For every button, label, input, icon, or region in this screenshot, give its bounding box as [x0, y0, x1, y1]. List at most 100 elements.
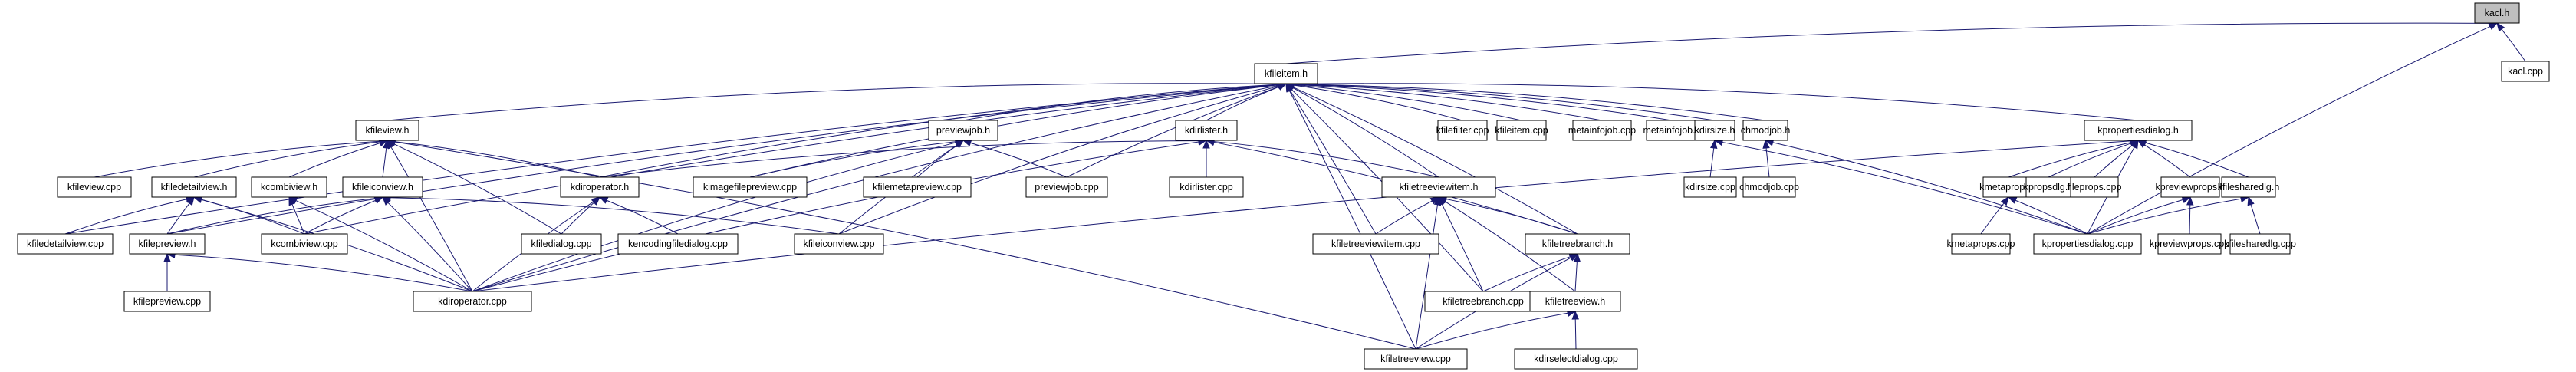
- node-fileprops-cpp[interactable]: fileprops.cpp: [2068, 176, 2122, 198]
- node-metainfojob-h[interactable]: metainfojob.h: [1643, 120, 1701, 141]
- node-label: kfilefilter.cpp: [1436, 125, 1489, 136]
- node-kfiledialog-cpp[interactable]: kfiledialog.cpp: [521, 233, 602, 255]
- node-kdiroperator-cpp[interactable]: kdiroperator.cpp: [413, 291, 532, 312]
- node-label: kfiledetailview.h: [161, 182, 228, 193]
- edge-kcombiview_cpp-to-kfileitem_h: [304, 84, 1279, 235]
- node-kfileitem-cpp[interactable]: kfileitem.cpp: [1495, 120, 1548, 141]
- edge-kfileitem_h-to-kacl_h: [1285, 22, 2490, 64]
- node-kacl-cpp[interactable]: kacl.cpp: [2501, 61, 2550, 82]
- node-kfilemetapreview-cpp[interactable]: kfilemetapreview.cpp: [863, 176, 972, 198]
- node-kpreviewprops-cpp[interactable]: kpreviewprops.cpp: [2150, 233, 2229, 255]
- node-kfiletreeviewitem-cpp[interactable]: kfiletreeviewitem.cpp: [1312, 233, 1439, 255]
- edge-kdirselectdialog_cpp-to-kfiletreeview_h: [1574, 318, 1577, 350]
- node-kfiledetailview-h[interactable]: kfiledetailview.h: [151, 176, 237, 198]
- node-box: [129, 233, 206, 255]
- node-box: [1683, 176, 1737, 198]
- edge-fileprops_cpp-to-kpropertiesdialog_h: [2094, 145, 2133, 178]
- node-box: [1364, 348, 1468, 370]
- node-label: kcombiview.h: [261, 182, 317, 193]
- node-kdirlister-cpp[interactable]: kdirlister.cpp: [1169, 176, 1244, 198]
- node-label: previewjob.cpp: [1035, 182, 1098, 193]
- edge-kcombiview_cpp-to-kcombiview_h: [291, 204, 305, 235]
- node-label: kfilesharedlg.cpp: [2224, 239, 2296, 249]
- node-kfiletreeview-cpp[interactable]: kfiletreeview.cpp: [1364, 348, 1468, 370]
- arrowhead-icon: [2247, 196, 2255, 206]
- node-kfilefilter-cpp[interactable]: kfilefilter.cpp: [1436, 120, 1489, 141]
- node-metainfojob-cpp[interactable]: metainfojob.cpp: [1568, 120, 1636, 141]
- edge-kfileiconview_cpp-to-kfileitem_h: [838, 85, 1279, 235]
- node-kfiletreeview-h[interactable]: kfiletreeview.h: [1529, 291, 1621, 312]
- node-label: kdirlister.cpp: [1179, 182, 1233, 193]
- arrowhead-icon: [2496, 21, 2505, 32]
- edge-kfiletreeview_cpp-to-kfiletreeviewitem_h: [1415, 204, 1438, 350]
- node-kfiletreebranch-h[interactable]: kfiletreebranch.h: [1525, 233, 1630, 255]
- edge-kfilepreview_h-to-kfileiconview_h: [166, 198, 376, 235]
- node-label: kfileitem.cpp: [1495, 125, 1548, 136]
- node-kdirselectdialog-cpp[interactable]: kdirselectdialog.cpp: [1514, 348, 1638, 370]
- node-label: kfileiconview.h: [352, 182, 413, 193]
- edge-kpropertiesdialog_cpp-to-kpreviewprops_h: [2087, 199, 2183, 235]
- node-previewjob-h[interactable]: previewjob.h: [928, 120, 998, 141]
- node-label: kfiledetailview.cpp: [27, 239, 104, 249]
- node-kfiledetailview-cpp[interactable]: kfiledetailview.cpp: [17, 233, 114, 255]
- edge-kfiledetailview_cpp-to-kfiledetailview_h: [64, 199, 187, 235]
- node-kmetaprops-cpp[interactable]: kmetaprops.cpp: [1947, 233, 2015, 255]
- node-kfilesharedlg-cpp[interactable]: kfilesharedlg.cpp: [2224, 233, 2296, 255]
- node-kdirsize-h[interactable]: kdirsize.h: [1694, 120, 1735, 141]
- edge-kfilesharedlg_cpp-to-kfilesharedlg_h: [2250, 204, 2261, 235]
- edge-kfiledialog_cpp-to-kdiroperator_h: [561, 202, 595, 235]
- node-kpropertiesdialog-cpp[interactable]: kpropertiesdialog.cpp: [2033, 233, 2142, 255]
- node-previewjob-cpp[interactable]: previewjob.cpp: [1025, 176, 1108, 198]
- node-kfilesharedlg-h[interactable]: kfilesharedlg.h: [2218, 176, 2280, 198]
- edge-kfiletreeviewitem_h-to-kdirlister_h: [1213, 141, 1439, 178]
- node-chmodjob-h[interactable]: chmodjob.h: [1741, 120, 1791, 141]
- edge-kdiroperator_cpp-to-previewjob_h: [472, 142, 956, 292]
- node-kfileview-cpp[interactable]: kfileview.cpp: [57, 176, 132, 198]
- node-kcombiview-cpp[interactable]: kcombiview.cpp: [261, 233, 348, 255]
- node-kcombiview-h[interactable]: kcombiview.h: [251, 176, 327, 198]
- node-kimagefilepreview-cpp[interactable]: kimagefilepreview.cpp: [693, 176, 808, 198]
- node-chmodjob-cpp[interactable]: chmodjob.cpp: [1739, 176, 1799, 198]
- node-kencodingfiledialog-cpp[interactable]: kencodingfiledialog.cpp: [617, 233, 739, 255]
- edge-kpreviewprops_h-to-kpropertiesdialog_h: [2143, 144, 2191, 178]
- arrowhead-icon: [373, 196, 384, 204]
- edge-kdiroperator_cpp-to-kfileiconview_h: [387, 202, 473, 292]
- edge-kfileview_cpp-to-kfileview_h: [94, 140, 380, 178]
- node-box: [2033, 233, 2142, 255]
- edge-previewjob_h-to-kfileitem_h: [962, 84, 1279, 121]
- node-label: fileprops.cpp: [2068, 182, 2122, 193]
- edge-kdirsize_cpp-to-kdirsize_h: [1709, 147, 1715, 178]
- edge-kfiletreebranch_cpp-to-kfiletreebranch_h: [1482, 256, 1571, 292]
- node-kfileview-h[interactable]: kfileview.h: [355, 120, 419, 141]
- node-label: kfileitem.h: [1265, 68, 1308, 79]
- node-kfileiconview-cpp[interactable]: kfileiconview.cpp: [794, 233, 884, 255]
- node-kdirsize-cpp[interactable]: kdirsize.cpp: [1683, 176, 1737, 198]
- node-box: [2157, 233, 2222, 255]
- node-kpreviewprops-h[interactable]: kpreviewprops.h: [2155, 176, 2226, 198]
- node-box: [1437, 120, 1488, 141]
- node-kfileitem-h[interactable]: kfileitem.h: [1254, 63, 1318, 84]
- edge-kpropertiesdialog_cpp-to-kacl_h: [2087, 26, 2491, 235]
- node-box: [617, 233, 739, 255]
- node-label: kfiletreeview.h: [1545, 296, 1606, 307]
- node-box: [1514, 348, 1638, 370]
- node-label: kfileview.h: [366, 125, 410, 136]
- node-label: metainfojob.cpp: [1568, 125, 1636, 136]
- node-box: [1312, 233, 1439, 255]
- node-kdirlister-h[interactable]: kdirlister.h: [1175, 120, 1238, 141]
- node-kfilepreview-cpp[interactable]: kfilepreview.cpp: [123, 291, 211, 312]
- node-box: [2501, 61, 2550, 82]
- edge-kpropertiesdialog_cpp-to-kfilesharedlg_h: [2087, 198, 2242, 235]
- node-kfileiconview-h[interactable]: kfileiconview.h: [342, 176, 423, 198]
- node-kfiletreebranch-cpp[interactable]: kfiletreebranch.cpp: [1424, 291, 1542, 312]
- edge-kmetaprops_cpp-to-kmetaprops_h: [1980, 202, 2005, 235]
- edge-kimagefilepreview_cpp-to-previewjob_h: [749, 141, 956, 178]
- node-kdiroperator-h[interactable]: kdiroperator.h: [560, 176, 640, 198]
- node-kfiletreeviewitem-h[interactable]: kfiletreeviewitem.h: [1381, 176, 1496, 198]
- node-kpropertiesdialog-h[interactable]: kpropertiesdialog.h: [2084, 120, 2193, 141]
- node-kpropsdlg-h[interactable]: kpropsdlg.h: [2024, 176, 2074, 198]
- edge-kfiledialog_cpp-to-kfileview_h: [393, 143, 562, 235]
- node-kfilepreview-h[interactable]: kfilepreview.h: [129, 233, 206, 255]
- node-box: [863, 176, 972, 198]
- edge-kpreviewprops_cpp-to-kpreviewprops_h: [2189, 204, 2191, 235]
